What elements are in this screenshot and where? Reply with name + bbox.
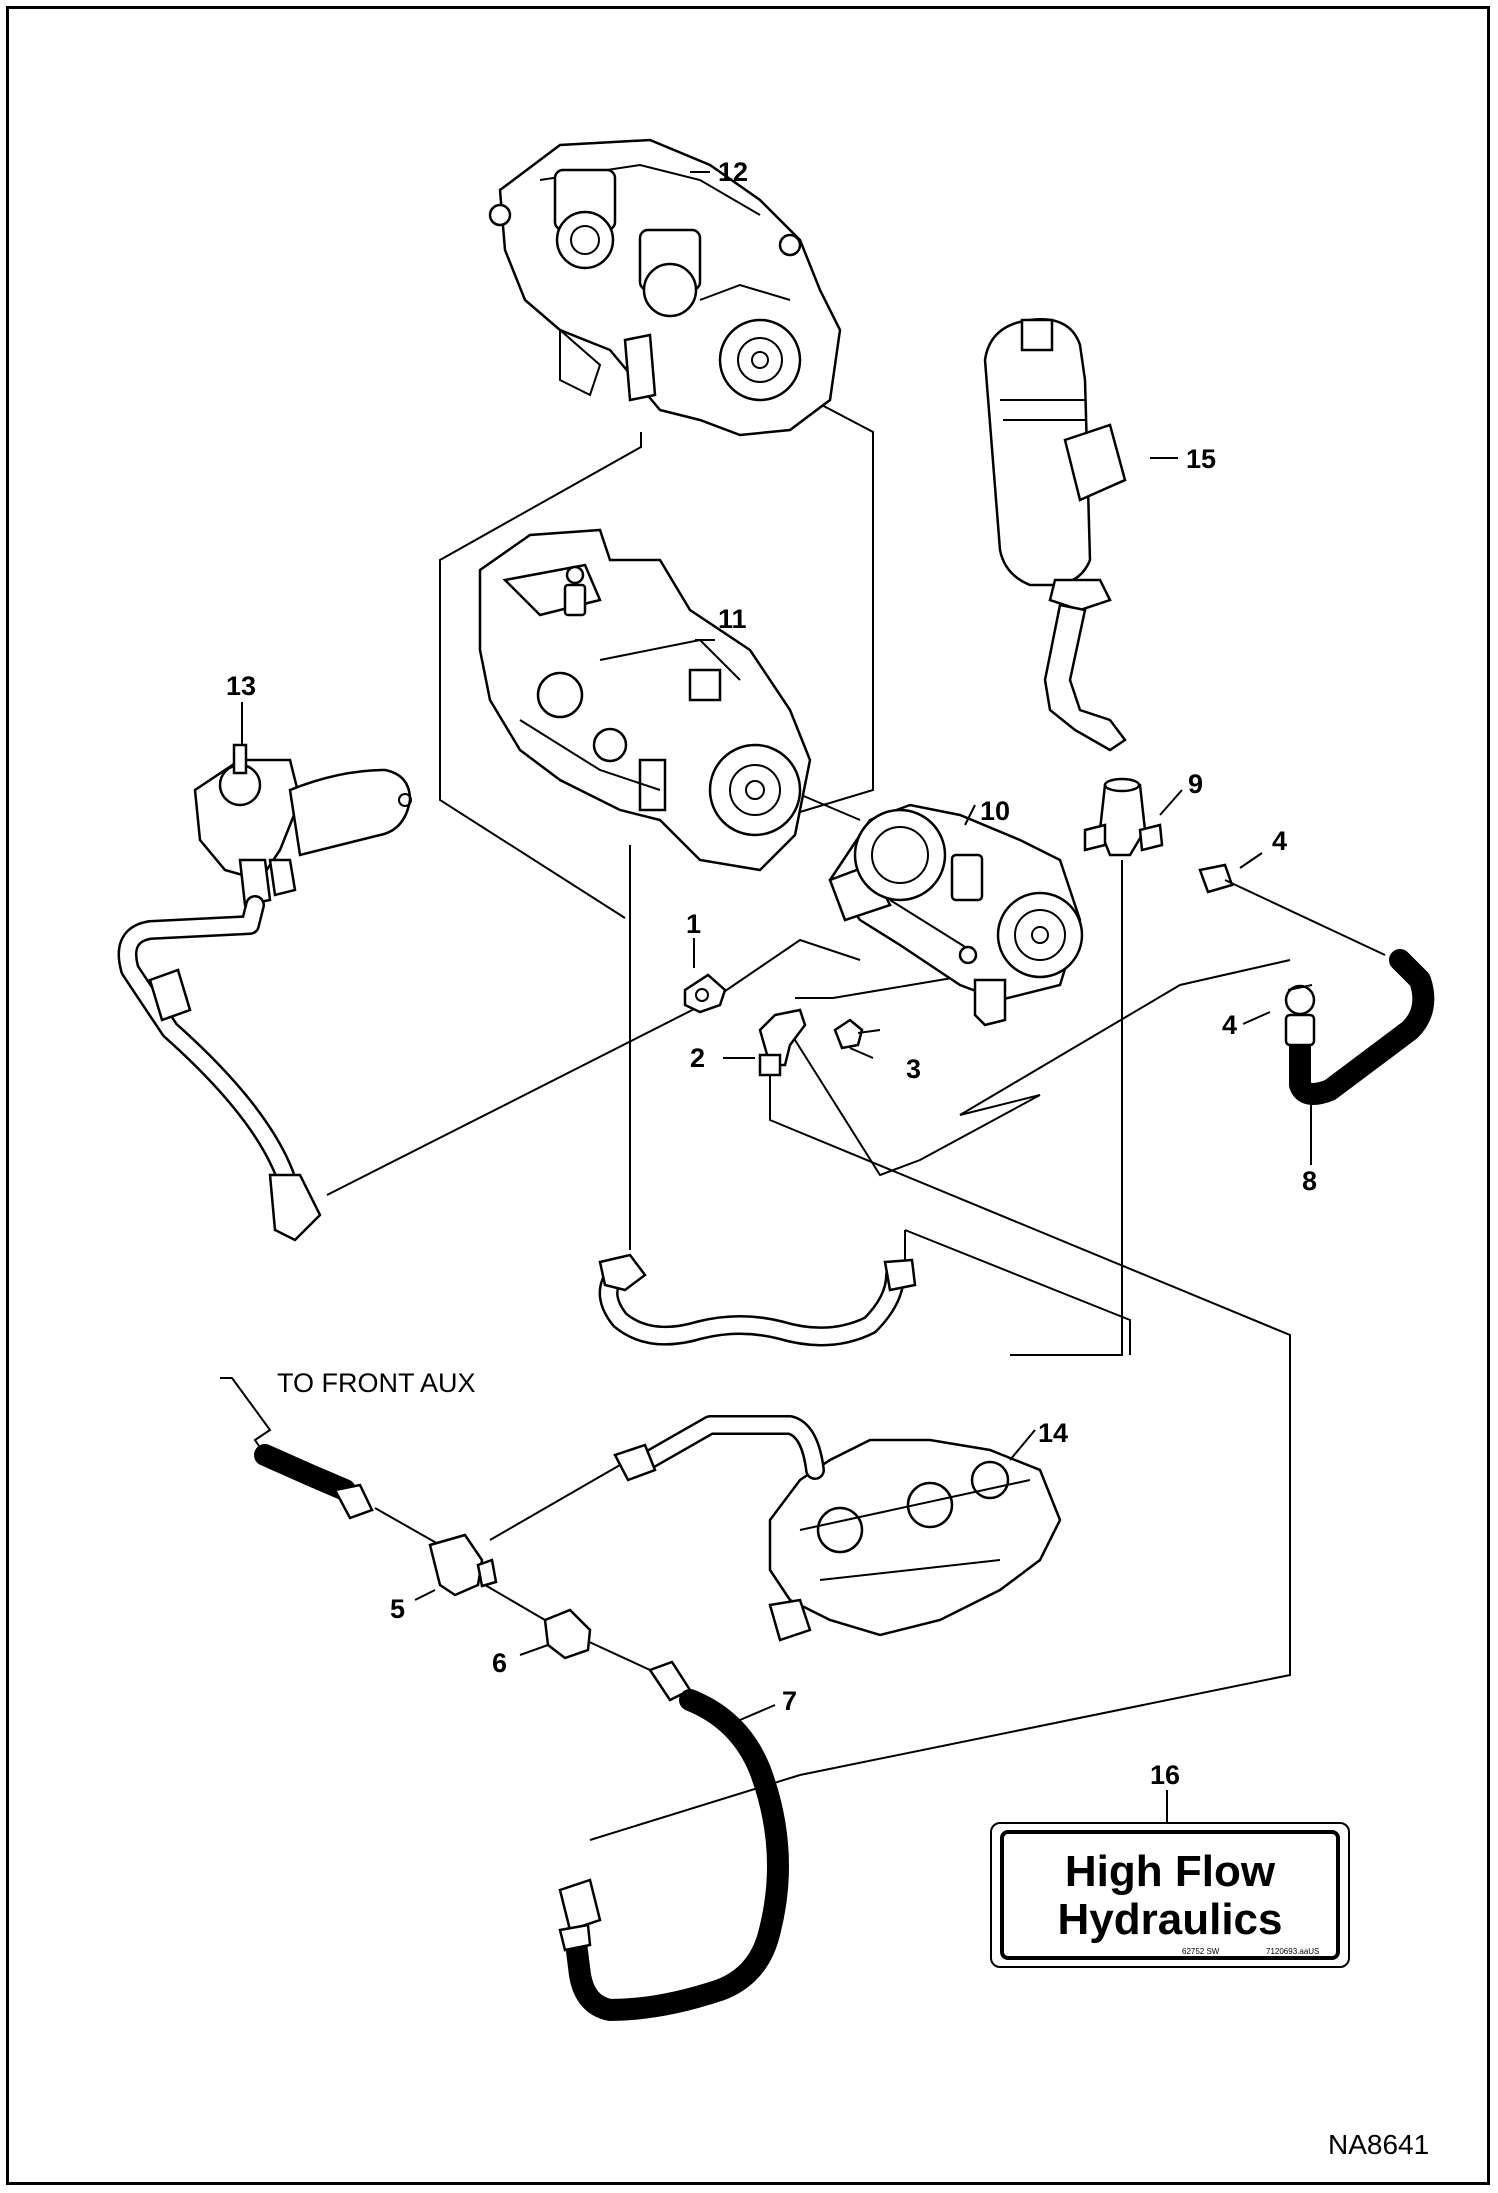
callout-13: 13	[226, 671, 256, 701]
part-9-tee	[1083, 777, 1164, 857]
callout-5: 5	[390, 1594, 405, 1624]
decal-line-2: Hydraulics	[1057, 1895, 1283, 1944]
ref-line-hose-14	[904, 1229, 1131, 1355]
decal-code-right: 7120693.aaUS	[1266, 1947, 1320, 1956]
callout-4b: 4	[1222, 1010, 1237, 1040]
part-3-fitting	[833, 1018, 881, 1050]
callout-10: 10	[980, 796, 1010, 826]
ref-line-5-up	[489, 1464, 621, 1541]
ref-line-9-down	[1010, 860, 1123, 1356]
part-4-clamps	[1198, 863, 1316, 1016]
callout-numbers: 12 15 11 13 10 9 4 1 2 3 4 8 14 5 6 7 16	[226, 157, 1317, 1790]
hose-lower-u	[598, 1253, 917, 1347]
ref-line-5-front	[374, 1507, 441, 1546]
callout-leaders	[241, 171, 1312, 1822]
ref-line-2-14	[769, 1075, 1291, 1776]
part-12-pump-top	[488, 138, 842, 437]
decal-line-1: High Flow	[1064, 1847, 1276, 1896]
part-5-tee	[428, 1533, 498, 1597]
callout-16: 16	[1150, 1760, 1180, 1790]
callout-2: 2	[690, 1043, 705, 1073]
callout-12: 12	[718, 157, 748, 187]
decal-code-left: 62752 SW	[1182, 1947, 1220, 1956]
part-14-valve	[613, 1415, 1062, 1642]
part-15-filter	[983, 318, 1127, 752]
ref-line-12-11-right	[779, 382, 874, 816]
callout-4a: 4	[1272, 826, 1287, 856]
ref-line-front-aux	[220, 1377, 272, 1456]
decal-16-outer-border	[990, 1822, 1350, 1968]
ref-line-5-6	[484, 1584, 546, 1621]
page-border	[6, 6, 1490, 2185]
ref-line-2-10	[795, 974, 971, 999]
note-to-front-aux: TO FRONT AUX	[277, 1368, 476, 1398]
part-7-hose	[558, 1660, 789, 2021]
ref-line-3-8	[794, 1039, 1041, 1177]
ref-line-6-7	[584, 1639, 651, 1671]
callout-11: 11	[718, 604, 747, 634]
callout-6: 6	[492, 1648, 507, 1678]
callout-3: 3	[906, 1054, 921, 1084]
callout-7: 7	[782, 1686, 797, 1716]
part-11-pump-mid	[478, 528, 812, 872]
ref-line-1-13	[326, 938, 861, 1196]
callout-15: 15	[1186, 444, 1216, 474]
callout-9: 9	[1188, 769, 1203, 799]
hose-13-assembly	[117, 895, 322, 1242]
part-10-gear-pump	[828, 803, 1084, 1027]
callout-8: 8	[1302, 1166, 1317, 1196]
ref-line-12-11-left	[439, 432, 642, 919]
part-8-hose	[1224, 879, 1435, 1105]
callout-1: 1	[686, 909, 701, 939]
part-2-elbow-fitting	[758, 1008, 807, 1077]
part-6-adapter	[543, 1608, 592, 1660]
callout-14: 14	[1038, 1418, 1068, 1448]
ref-line-8-fitting	[959, 959, 1291, 1116]
reference-lines	[220, 382, 1291, 1841]
decal-16-high-flow-hydraulics: High Flow Hydraulics 62752 SW 7120693.aa…	[1000, 1830, 1340, 1960]
part-13-filter-head	[193, 743, 412, 907]
drawing-id: NA8641	[1328, 2129, 1430, 2160]
part-1-fitting	[683, 973, 727, 1014]
hose-front-aux-stub	[254, 1444, 374, 1520]
